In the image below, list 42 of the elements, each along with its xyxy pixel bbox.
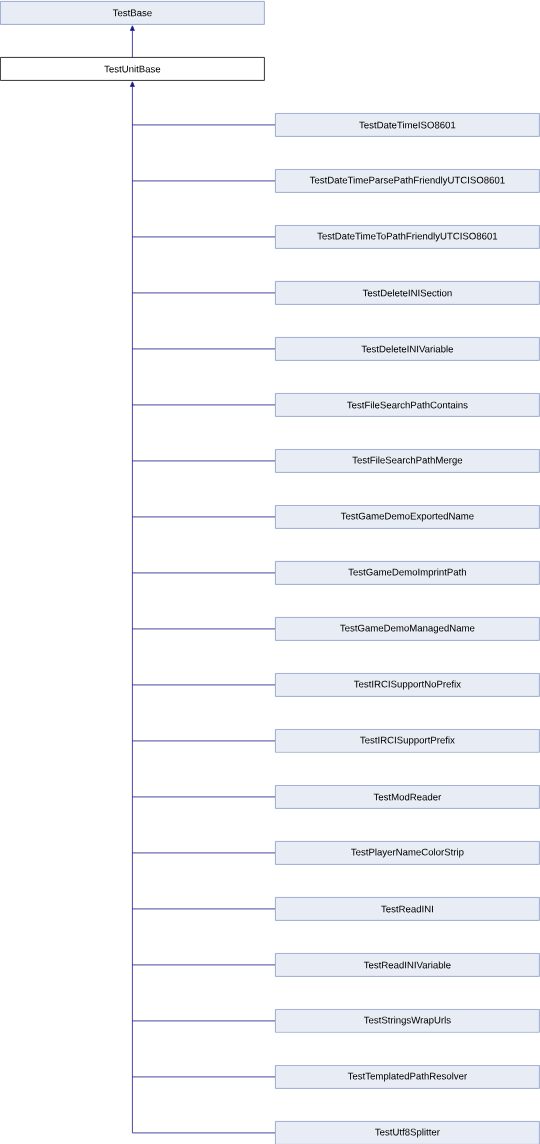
connector-line [132,852,276,854]
connector-line [132,516,276,518]
inheritance-arrow [130,25,135,58]
class-box: TestDateTimeISO8601 [275,113,540,137]
connector-line [132,180,276,182]
class-box: TestPlayerNameColorStrip [275,841,540,865]
connector-line [132,404,276,406]
class-box: TestModReader [275,785,540,809]
class-box: TestUtf8Splitter [275,1121,540,1144]
inheritance-arrow [130,81,135,1134]
connector-line [132,740,276,742]
connector-line [132,124,276,126]
class-box: TestDeleteINIVariable [275,337,540,361]
class-box: TestIRCISupportPrefix [275,729,540,753]
class-box: TestFileSearchPathMerge [275,449,540,473]
class-box: TestGameDemoManagedName [275,617,540,641]
class-box: TestTemplatedPathResolver [275,1065,540,1089]
connector-line [132,1020,276,1022]
connector-line [132,292,276,294]
connector-line [132,684,276,686]
class-box: TestGameDemoExportedName [275,505,540,529]
connector-line [132,348,276,350]
highlighted-class-box: TestUnitBase [0,57,265,81]
connector-line [132,1132,276,1134]
class-box: TestReadINIVariable [275,953,540,977]
class-box: TestReadINI [275,897,540,921]
class-box: TestBase [0,1,265,25]
class-box: TestStringsWrapUrls [275,1009,540,1033]
connector-line [132,964,276,966]
connector-line [132,796,276,798]
class-box: TestFileSearchPathContains [275,393,540,417]
class-box: TestGameDemoImprintPath [275,561,540,585]
connector-line [132,460,276,462]
class-box: TestDateTimeToPathFriendlyUTCISO8601 [275,225,540,249]
connector-line [132,572,276,574]
class-box: TestIRCISupportNoPrefix [275,673,540,697]
connector-line [132,1076,276,1078]
connector-line [132,908,276,910]
class-box: TestDateTimeParsePathFriendlyUTCISO8601 [275,169,540,193]
connector-line [132,628,276,630]
connector-line [132,236,276,238]
class-box: TestDeleteINISection [275,281,540,305]
